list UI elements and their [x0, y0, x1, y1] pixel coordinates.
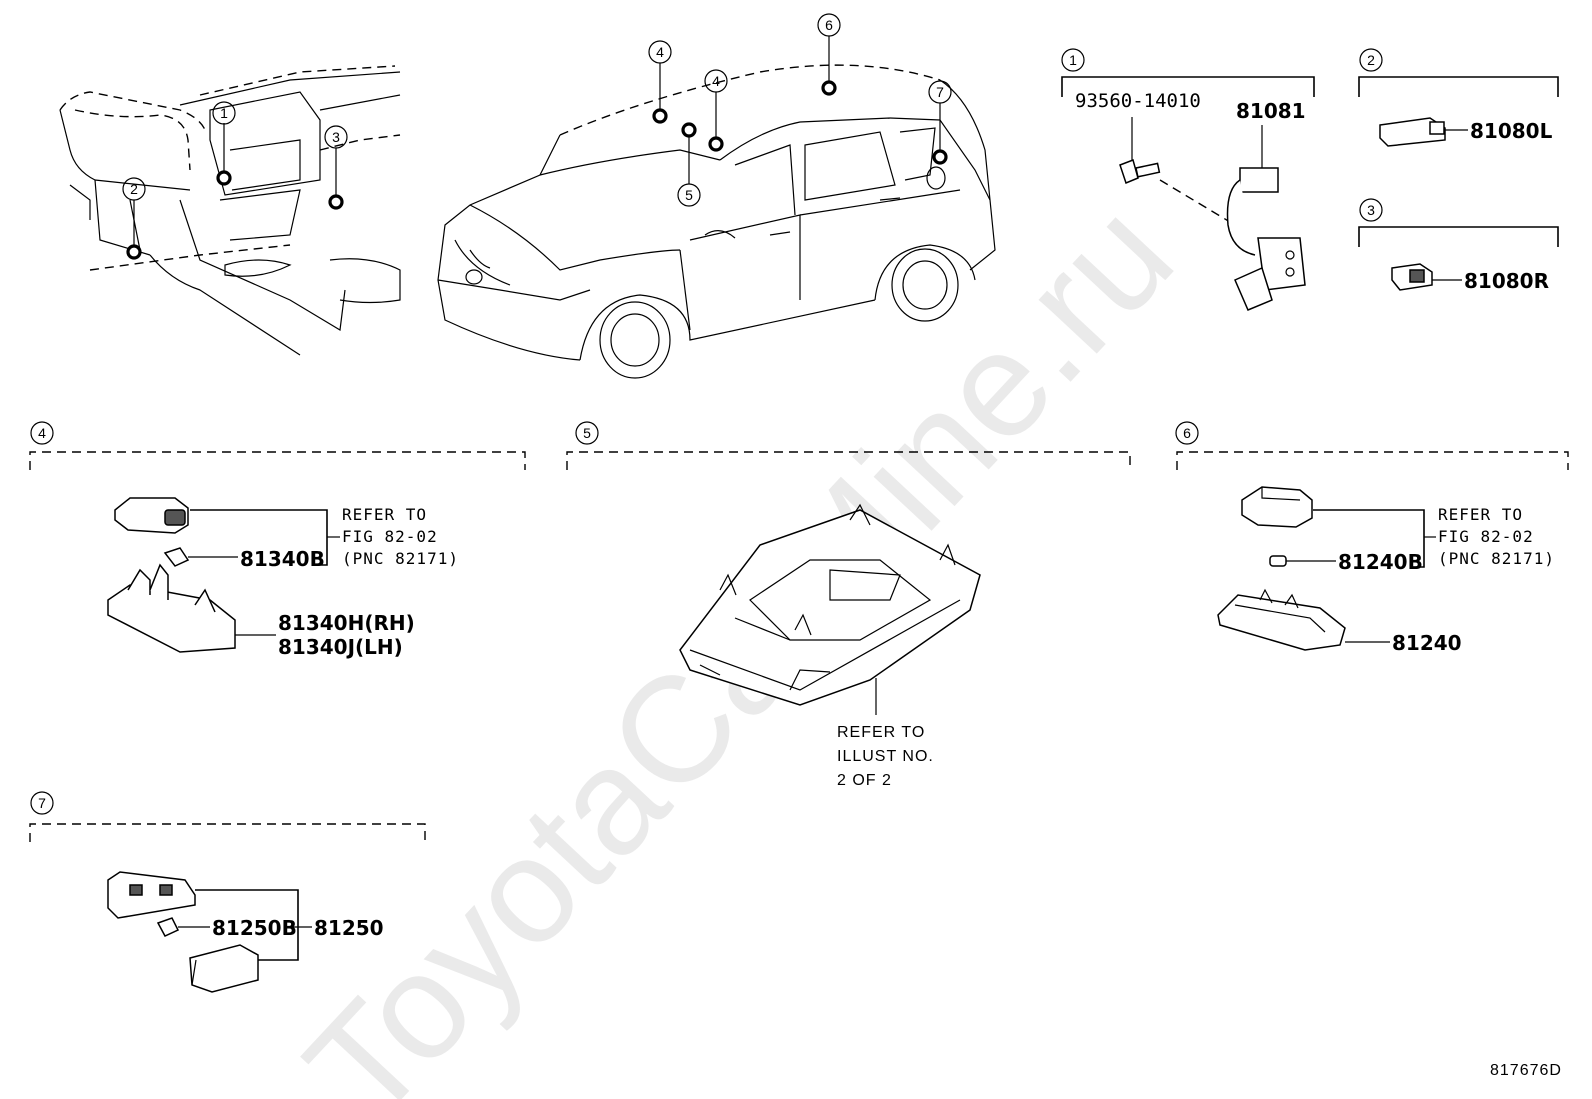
- refer-page-5: 2 OF 2: [837, 772, 892, 789]
- dome-lamp-housing-icon: [1217, 588, 1346, 651]
- refer-to-4: REFER TO: [342, 505, 427, 524]
- refer-illust-5: ILLUST NO.: [837, 748, 934, 765]
- refer-pnc-6: (PNC 82171): [1438, 549, 1555, 568]
- part-81080R: 81080R: [1464, 269, 1549, 293]
- part-81081: 81081: [1236, 99, 1306, 123]
- refer-fig-6: FIG 82-02: [1438, 527, 1534, 546]
- group-4-callout: [30, 421, 54, 445]
- map-lamp-lens-icon: [107, 563, 236, 653]
- callout-4-car-a: [648, 40, 672, 64]
- refer-fig-4: FIG 82-02: [342, 527, 438, 546]
- group-2-number: 2: [1367, 52, 1375, 68]
- bulb-icon: [163, 547, 190, 567]
- location-marker-2: [126, 244, 142, 260]
- part-81250: 81250: [314, 916, 384, 940]
- group-4-number: 4: [38, 425, 46, 441]
- part-93560-14010: 93560-14010: [1075, 90, 1201, 112]
- part-81340J: 81340J(LH): [278, 635, 403, 659]
- dashboard-illustration: [59, 65, 401, 356]
- switch-r-icon: [1391, 263, 1433, 291]
- group-1-callout: [1061, 48, 1085, 72]
- group-5-callout: [575, 421, 599, 445]
- group-7-number: 7: [38, 795, 46, 811]
- location-marker-1: [216, 170, 232, 186]
- part-81250B: 81250B: [212, 916, 297, 940]
- dashboard-markers: 1 2 3: [122, 101, 348, 260]
- group-3-number: 3: [1367, 202, 1375, 218]
- socket-icon: [114, 497, 189, 534]
- callout-4-car-b: [704, 69, 728, 93]
- refer-pnc-4: (PNC 82171): [342, 549, 459, 568]
- part-81240: 81240: [1392, 631, 1462, 655]
- callout-6-car-label: 6: [825, 17, 833, 33]
- location-marker-3: [328, 194, 344, 210]
- dome-socket-icon: [1241, 486, 1313, 528]
- refer-to-6: REFER TO: [1438, 505, 1523, 524]
- callout-3-dash-label: 3: [332, 129, 340, 145]
- part-81240B: 81240B: [1338, 550, 1423, 574]
- group-3: 3 81080R: [1358, 198, 1559, 293]
- part-81340H: 81340H(RH): [278, 611, 415, 635]
- callout-2-dash: [122, 177, 146, 201]
- vehicle-illustration: [437, 64, 996, 379]
- callout-5-car: [677, 183, 701, 207]
- figure-id: 817676D: [1490, 1062, 1562, 1079]
- callout-3-dash: [324, 125, 348, 149]
- vehicle-markers: 4 4 5 6 7: [648, 13, 952, 207]
- callout-7-car: [928, 80, 952, 104]
- group-6-number: 6: [1183, 425, 1191, 441]
- location-marker-4a: [652, 108, 668, 124]
- location-marker-7: [932, 149, 948, 165]
- callout-4-car-b-label: 4: [712, 73, 720, 89]
- callout-5-car-label: 5: [685, 187, 693, 203]
- location-marker-4b: [708, 136, 724, 152]
- sensor-harness-icon: [1226, 167, 1306, 311]
- refer-to-5: REFER TO: [837, 724, 925, 741]
- part-81340B: 81340B: [240, 547, 325, 571]
- bolt-icon: [1119, 159, 1161, 185]
- callout-6-car: [817, 13, 841, 37]
- callout-1-dash-label: 1: [220, 105, 228, 121]
- location-marker-5: [681, 122, 697, 138]
- dome-bulb-icon: [1269, 555, 1287, 567]
- switch-l-icon: [1379, 117, 1446, 147]
- group-6-callout: [1175, 421, 1199, 445]
- overhead-console-icon: [679, 503, 981, 706]
- group-1-number: 1: [1069, 52, 1077, 68]
- group-3-callout: [1359, 198, 1383, 222]
- callout-2-dash-label: 2: [130, 181, 138, 197]
- group-7: 7 81250B 81250: [29, 791, 426, 993]
- group-2-callout: [1359, 48, 1383, 72]
- callout-7-car-label: 7: [936, 84, 944, 100]
- group-5-number: 5: [583, 425, 591, 441]
- luggage-bulb-icon: [156, 917, 180, 937]
- group-6: 6 81240B 81240 REFER TO FIG 82-02 (PNC 8…: [1175, 421, 1569, 655]
- group-4: 4 81340B 81340H(RH) 81340J(LH) REFER TO …: [29, 421, 526, 659]
- group-5: 5 REFER TO ILLUST NO. 2 OF 2: [566, 421, 1131, 789]
- group-2: 2 81080L: [1358, 48, 1559, 147]
- group-1: 1 93560-14010 81081: [1061, 48, 1315, 311]
- callout-1-dash: [212, 101, 236, 125]
- luggage-lamp-housing-icon: [107, 871, 196, 919]
- callout-4-car-a-label: 4: [656, 44, 664, 60]
- part-81080L: 81080L: [1470, 119, 1553, 143]
- luggage-lamp-lens-icon: [189, 944, 259, 993]
- location-marker-6: [821, 80, 837, 96]
- group-7-callout: [30, 791, 54, 815]
